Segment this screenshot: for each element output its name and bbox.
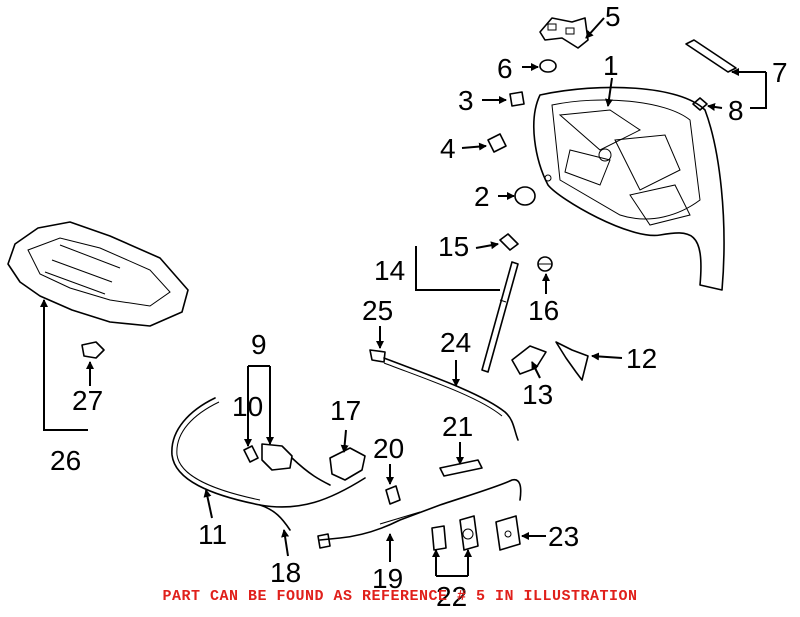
callout-5: 5: [605, 1, 621, 32]
callout-23: 23: [548, 521, 579, 552]
callout-16: 16: [528, 295, 559, 326]
clip-8: [692, 97, 708, 111]
prop-rod: [369, 349, 519, 441]
callout-9: 9: [251, 329, 267, 360]
hood-panel: [533, 86, 725, 291]
callout-numbers: 1 2 3 4 5 6 7 8 9 10 11 12 13 14 15 16 1…: [50, 1, 788, 612]
cable-19: [317, 478, 522, 549]
callout-3: 3: [458, 85, 474, 116]
callout-2: 2: [474, 181, 490, 212]
callout-22: 22: [436, 581, 467, 612]
seal-7: [685, 39, 737, 73]
ball-stud-16: [537, 256, 553, 272]
latch-20: [385, 485, 401, 505]
stop-4: [487, 133, 507, 153]
leader-lines: [40, 17, 767, 577]
callout-13: 13: [522, 379, 553, 410]
insulation-pad: [7, 221, 189, 327]
callout-17: 17: [330, 395, 361, 426]
bracket-5: [539, 17, 589, 49]
grommet-6: [539, 59, 557, 73]
reference-note: PART CAN BE FOUND AS REFERENCE # 5 IN IL…: [162, 588, 638, 605]
release-cable: [171, 397, 366, 531]
callout-4: 4: [440, 133, 456, 164]
gas-strut: [481, 261, 519, 373]
callout-12: 12: [626, 343, 657, 374]
release-handle: [243, 443, 331, 486]
bumper-3: [509, 91, 525, 107]
bracket-21: [439, 459, 483, 477]
callout-24: 24: [440, 327, 471, 358]
callout-10: 10: [232, 391, 263, 422]
hinge-13: [511, 345, 547, 375]
hinge-12: [555, 341, 589, 381]
bracket-17: [329, 447, 366, 481]
callout-11: 11: [198, 519, 227, 550]
callout-8: 8: [728, 95, 744, 126]
callout-19: 19: [372, 563, 403, 594]
callout-27: 27: [72, 385, 103, 416]
callout-6: 6: [497, 53, 513, 84]
callout-21: 21: [442, 411, 473, 442]
plug-2: [514, 186, 536, 206]
callout-14: 14: [374, 255, 405, 286]
callout-26: 26: [50, 445, 81, 476]
callout-15: 15: [438, 231, 469, 262]
callout-1: 1: [603, 50, 619, 81]
latch-22: [431, 515, 479, 551]
callout-18: 18: [270, 557, 301, 588]
callout-25: 25: [362, 295, 393, 326]
clip-27: [81, 341, 105, 359]
callout-7: 7: [772, 57, 788, 88]
callout-20: 20: [373, 433, 404, 464]
bracket-23: [495, 515, 521, 551]
clip-15: [499, 233, 519, 251]
